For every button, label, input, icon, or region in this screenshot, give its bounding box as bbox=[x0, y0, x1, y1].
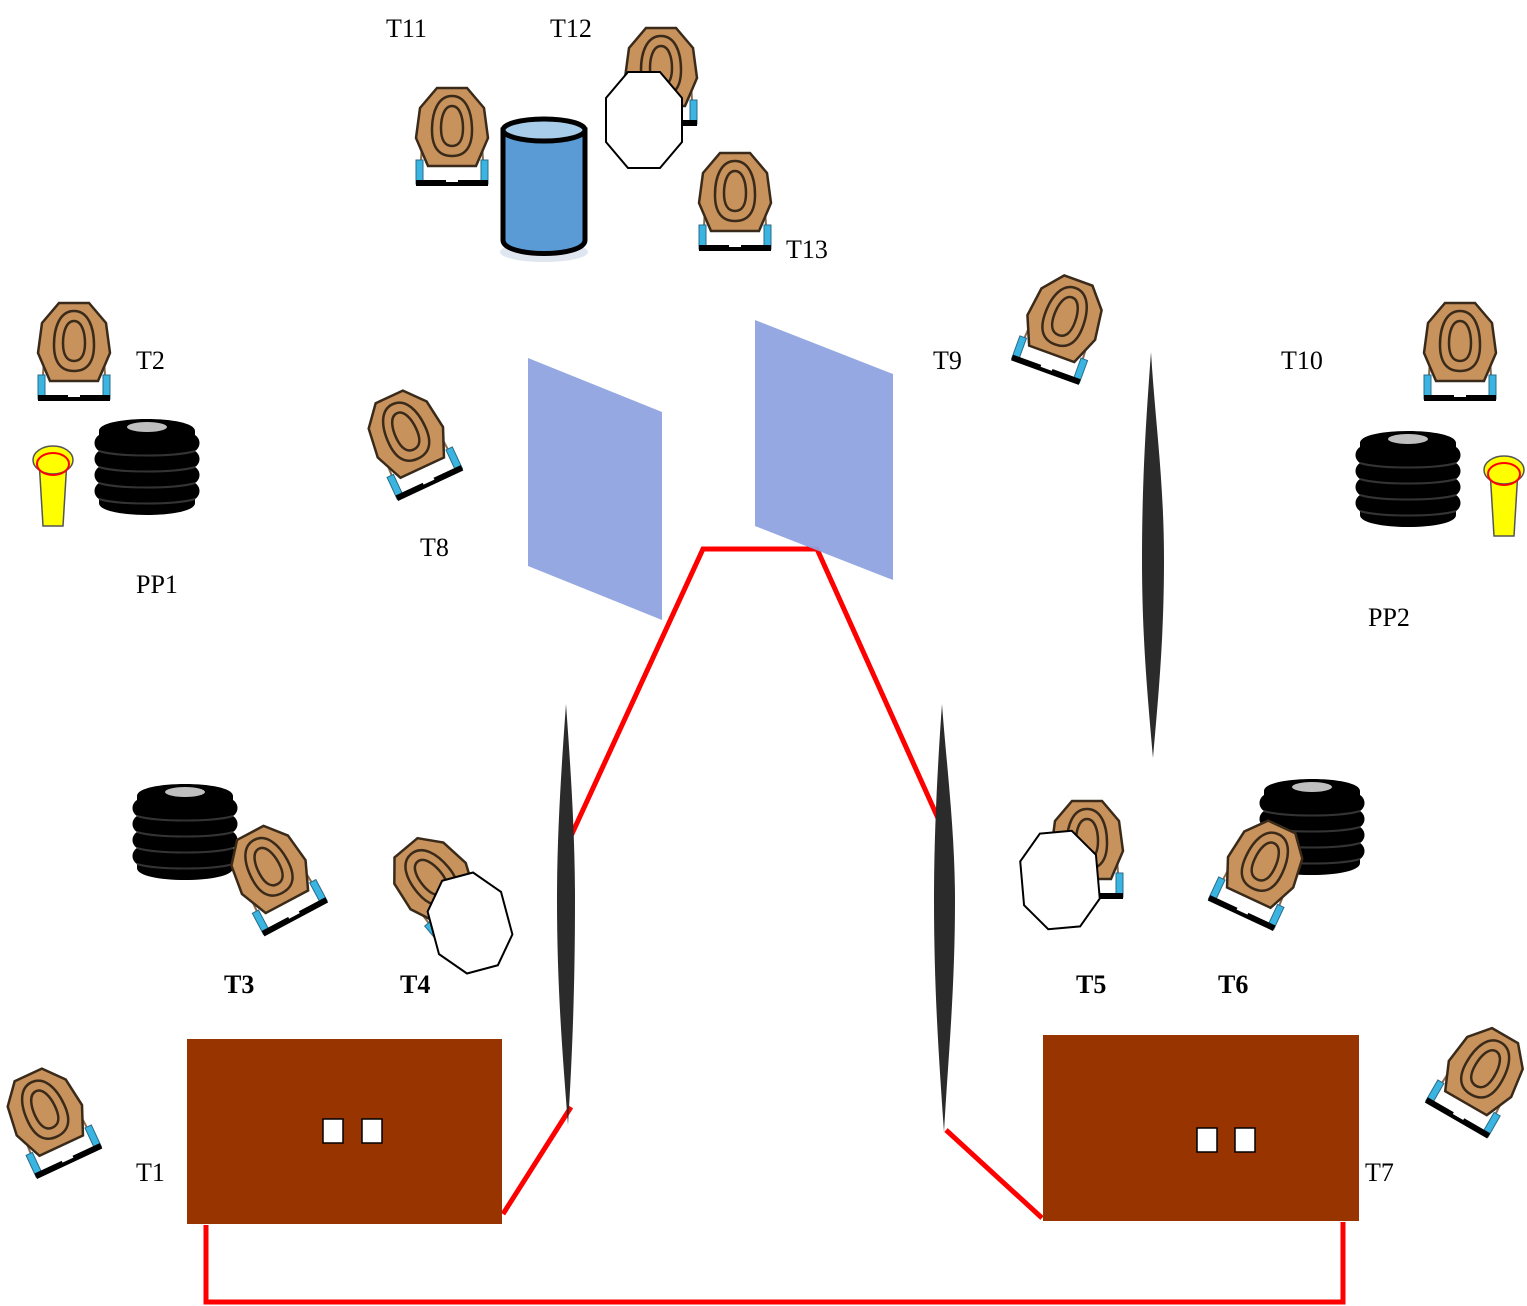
no-shoot-target-icon bbox=[605, 71, 683, 169]
label-t4: T4 bbox=[400, 970, 431, 999]
paper-target-icon bbox=[414, 86, 490, 188]
label-t2: T2 bbox=[136, 346, 165, 375]
fault-line bbox=[203, 546, 1346, 1305]
label-t9: T9 bbox=[933, 346, 962, 375]
paper-target-icon bbox=[355, 380, 465, 503]
barrier-left bbox=[557, 704, 575, 1125]
tire-stack-icon bbox=[1354, 430, 1462, 528]
label-t1: T1 bbox=[136, 1158, 165, 1187]
paper-target-icon bbox=[1422, 301, 1498, 403]
shooting-box-right bbox=[1043, 1035, 1359, 1221]
tire-stack-icon bbox=[93, 418, 201, 516]
paper-target-icon bbox=[697, 151, 773, 253]
barrier-center bbox=[934, 704, 955, 1132]
barrier-right bbox=[1142, 352, 1164, 758]
popper-icon bbox=[32, 445, 74, 527]
label-t8: T8 bbox=[420, 533, 449, 562]
label-t10: T10 bbox=[1281, 346, 1323, 375]
paper-target-icon bbox=[1009, 266, 1114, 387]
label-t12: T12 bbox=[550, 14, 592, 43]
label-pp2: PP2 bbox=[1368, 603, 1410, 632]
label-t11: T11 bbox=[386, 14, 427, 43]
wall-left bbox=[528, 358, 662, 620]
label-t5: T5 bbox=[1076, 970, 1107, 999]
wall-right bbox=[755, 320, 893, 580]
barrel-icon bbox=[500, 116, 588, 262]
label-pp1: PP1 bbox=[136, 570, 178, 599]
label-t6: T6 bbox=[1218, 970, 1249, 999]
tire-stack-icon bbox=[131, 783, 239, 881]
label-t7: T7 bbox=[1365, 1158, 1394, 1187]
label-t3: T3 bbox=[224, 970, 255, 999]
label-t13: T13 bbox=[786, 235, 828, 264]
popper-icon bbox=[1483, 455, 1525, 537]
paper-target-icon bbox=[0, 1058, 104, 1181]
paper-target-icon bbox=[1423, 1016, 1527, 1140]
paper-target-icon bbox=[36, 301, 112, 403]
shooting-box-left bbox=[187, 1039, 502, 1224]
